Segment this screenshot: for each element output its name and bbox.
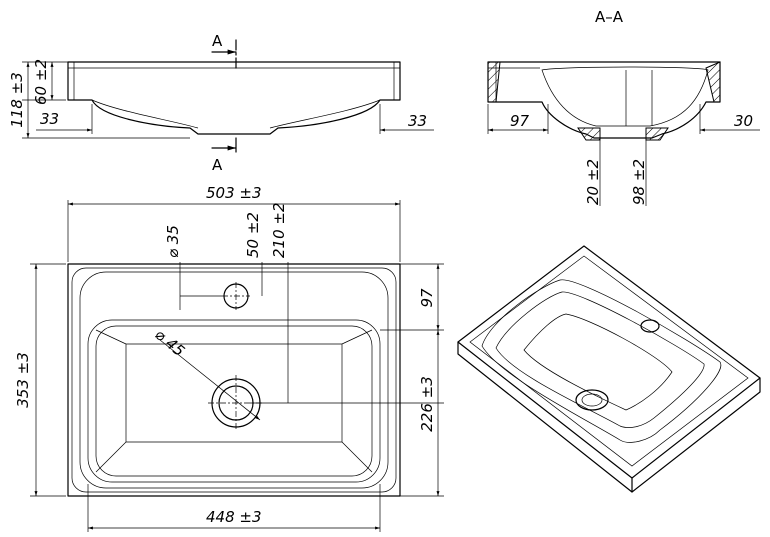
dim-depth-total: 353 ±3 [14,352,32,408]
dim-section-right: 30 [734,112,753,130]
section-title: A–A [595,8,624,26]
dim-height-total: 118 ±3 [8,72,26,128]
dim-left-offset: 33 [40,110,59,128]
dim-bowl-width: 448 ±3 [206,508,262,526]
dim-height-top: 60 ±2 [32,59,50,105]
dim-width-total: 503 ±3 [206,184,262,202]
isometric-view [457,245,761,493]
section-marker-bottom: A [212,156,223,174]
dim-hole-y: 97 [418,288,436,308]
dim-right-offset: 33 [408,112,427,130]
dim-drain-y: 226 ±3 [418,376,436,432]
dim-drain-diam: ⌀ 45 [151,325,188,360]
dim-section-left: 97 [510,112,530,130]
dim-hole-x: 50 ±2 [244,212,262,258]
dim-section-depth: 98 ±2 [630,159,648,205]
section-marker-top: A [212,32,223,50]
dim-hole-diam: ⌀ 35 [164,225,182,258]
side-view: A A 60 ±2 118 ±3 33 33 [8,32,434,174]
dim-drain-x: 210 ±2 [270,202,288,258]
top-view: ⌀ 45 503 ±3 ⌀ 35 50 ±2 210 ±2 353 ±3 97 … [14,184,444,532]
dim-section-bottom: 20 ±2 [584,159,602,205]
section-view: A–A 97 30 20 ±2 98 ±2 [487,8,760,206]
